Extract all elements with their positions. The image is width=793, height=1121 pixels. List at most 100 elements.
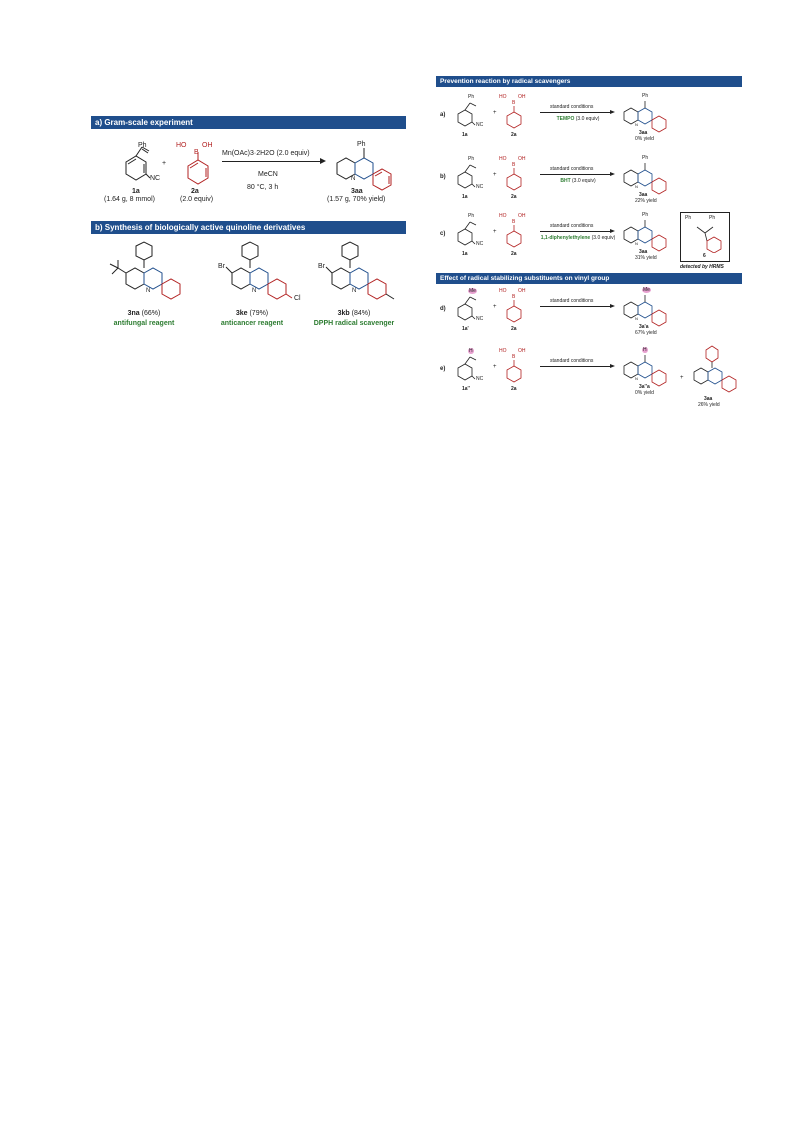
row-e-plus: + [680, 375, 684, 381]
row-product-n: N [635, 316, 638, 321]
row-product-sub: Ph [642, 93, 649, 99]
row-additive: TEMPO [556, 116, 575, 122]
plus-sign: + [162, 160, 167, 167]
product-3aa-structure [336, 148, 392, 191]
row-product-sub: Ph [642, 212, 649, 218]
row-reactant1-id: 1a [462, 251, 468, 257]
product-3aa-ph: Ph [357, 141, 366, 148]
row-reactant1-structure [457, 164, 477, 189]
compound-6-ph2: Ph [709, 215, 716, 221]
compound-3ke-id: 3ke [235, 310, 248, 317]
row-additive-eq: (3.0 equiv) [572, 178, 596, 184]
row-product-n: N [635, 184, 638, 189]
compound-3ke-br: Br [218, 263, 225, 270]
row-conditions: standard conditions [550, 223, 594, 229]
row-reactant2-id: 2a [511, 386, 517, 392]
product-3aa-amount: (1.57 g, 70% yield) [327, 196, 386, 203]
row-product-structure [623, 295, 667, 327]
scheme-row-2: b) Ph NC 1a + HO B OH 2a standard condit… [436, 154, 742, 204]
row-label: e) [440, 366, 446, 372]
row-arrow [540, 366, 612, 367]
row-plus: + [493, 172, 497, 178]
row-product-id: 3aa [639, 192, 648, 198]
row-reactant1-id: 1a'' [462, 386, 470, 392]
row-arrow [540, 231, 612, 232]
compound-3ke-cl: Cl [294, 295, 301, 302]
row-product-id: 3a''a [639, 384, 650, 390]
row-reactant1-sub: Ph [468, 94, 475, 100]
compound-6-id: 6 [703, 253, 706, 259]
row-conditions: standard conditions [550, 104, 594, 110]
row-additive-line: 1,1-diphenylethylene (3.0 equiv) [540, 235, 616, 241]
row-reactant1-id: 1a [462, 194, 468, 200]
compound-3kb-caption: 3kb (84%) [314, 310, 394, 317]
compound-3ke-n: N [252, 288, 257, 294]
row-plus: + [493, 364, 497, 370]
compound-3na-structure [109, 241, 181, 300]
row-reactant2-b: B [512, 294, 516, 300]
reactant-2a-id: 2a [191, 188, 199, 195]
row-conditions: standard conditions [550, 358, 594, 364]
row-reactant1-id: 1a [462, 132, 468, 138]
row-reactant2-ho: HO [499, 288, 507, 294]
row-reactant2-structure [506, 168, 522, 191]
reactant-1a-structure [125, 146, 151, 181]
row-additive-line: BHT (3.0 equiv) [540, 178, 616, 184]
row-conditions: standard conditions [550, 298, 594, 304]
compound-3na-id: 3na [127, 310, 140, 317]
compound-3na-caption: 3na (66%) [104, 310, 184, 317]
reactant-1a-nc: NC [150, 175, 161, 182]
scheme-row-5: e) H NC 1a'' + HO B OH 2a standard condi… [436, 346, 742, 396]
scheme-row-1: a) Ph NC 1a + HO B OH 2a standard condit… [436, 92, 742, 142]
panel-a-title: a) Gram-scale experiment [95, 118, 193, 127]
product-3aa-id: 3aa [351, 188, 363, 195]
row-arrow [540, 306, 612, 307]
row-reactant2-oh: OH [518, 348, 526, 354]
compound-3na-activity: antifungal reagent [113, 320, 175, 327]
reactant-2a-ho: HO [176, 142, 187, 149]
product-3aa-n: N [351, 176, 356, 182]
reactant-1a-amount: (1.64 g, 8 mmol) [104, 196, 155, 203]
panel-b-title: b) Synthesis of biologically active quin… [95, 223, 306, 232]
row-plus: + [493, 110, 497, 116]
row-additive: 1,1-diphenylethylene [540, 235, 591, 241]
row-reactant1-structure [457, 102, 477, 127]
reactant-1a-ph: Ph [138, 142, 147, 149]
right-header-substituents: Effect of radical stabilizing substituen… [436, 273, 742, 284]
row-arrowhead [610, 110, 615, 114]
row-reactant2-id: 2a [511, 132, 517, 138]
compound-3ke-structure [225, 241, 293, 300]
row-reactant1-nc: NC [476, 376, 484, 382]
row-arrowhead [610, 364, 615, 368]
row-reactant2-ho: HO [499, 348, 507, 354]
row-plus: + [493, 304, 497, 310]
row-reactant2-oh: OH [518, 213, 526, 219]
hrms-note: detected by HRMS [680, 264, 724, 270]
row-conditions: standard conditions [550, 166, 594, 172]
compound-6-structure [696, 226, 722, 253]
row-reactant1-structure [457, 296, 477, 321]
right-header-substituents-title: Effect of radical stabilizing substituen… [440, 275, 610, 282]
row-reactant2-b: B [512, 162, 516, 168]
row-e-product2-id: 3aa [704, 396, 713, 402]
row-reactant1-nc: NC [476, 241, 484, 247]
compound-6-ph1: Ph [685, 215, 692, 221]
conditions-temp: 80 °C, 3 h [247, 184, 279, 191]
row-e-product2-structure [693, 345, 737, 393]
row-reactant1-sub: Ph [468, 156, 475, 162]
row-product-structure [623, 355, 667, 387]
row-product-id: 3aa [639, 249, 648, 255]
row-product-yield: 31% yield [635, 255, 657, 261]
row-reactant1-nc: NC [476, 184, 484, 190]
conditions-solvent: MeCN [258, 171, 278, 178]
row-product-yield: 22% yield [635, 198, 657, 204]
row-product-yield: 0% yield [635, 390, 654, 396]
row-reactant1-nc: NC [476, 122, 484, 128]
row-reactant1-sub: Ph [468, 213, 475, 219]
row-product-sub: Ph [642, 155, 649, 161]
row-reactant1-structure [457, 356, 477, 381]
row-reactant2-id: 2a [511, 251, 517, 257]
scheme-row-3: c) Ph NC 1a + HO B OH 2a standard condit… [436, 211, 742, 261]
scheme-row-4: d) Me NC 1a' + HO B OH 2a standard condi… [436, 286, 742, 336]
panel-b-header: b) Synthesis of biologically active quin… [91, 221, 406, 234]
